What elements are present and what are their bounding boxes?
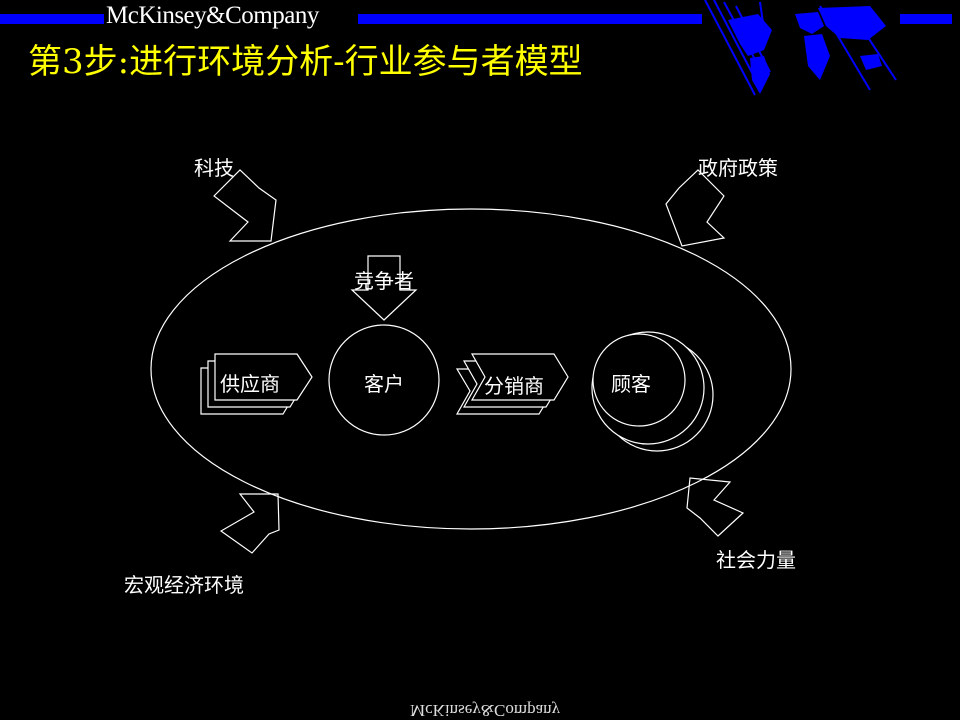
macro-economy-label: 宏观经济环境 <box>124 573 244 597</box>
government-policy-arrow <box>665 169 726 247</box>
header-bar-right <box>900 14 952 24</box>
world-map-icon <box>704 0 897 96</box>
distributors-label: 分销商 <box>484 374 544 398</box>
header-bar-left <box>0 14 104 24</box>
supplier-box-front <box>214 353 313 401</box>
end-customer-circle-front <box>592 333 686 427</box>
technology-label: 科技 <box>194 156 234 180</box>
customer-circle <box>328 324 440 436</box>
technology-arrow <box>213 169 277 242</box>
header-bar-middle <box>358 14 702 24</box>
social-forces-label: 社会力量 <box>716 548 796 572</box>
government-policy-label: 政府政策 <box>698 156 778 180</box>
end-customer-label: 顾客 <box>611 372 651 396</box>
competitors-label: 竞争者 <box>354 269 414 293</box>
customer-label: 客户 <box>364 372 404 396</box>
competitors-arrow <box>350 255 418 321</box>
social-forces-arrow <box>686 477 745 537</box>
industry-oval <box>150 208 792 530</box>
slide-title: 第3步:进行环境分析-行业参与者模型 <box>28 42 583 82</box>
suppliers-label: 供应商 <box>220 372 280 396</box>
distributor-chevron-front <box>470 353 569 401</box>
brand-logo-text: McKinsey&Company <box>106 2 319 29</box>
footer-brand-text: McKinsey&Company <box>410 701 561 720</box>
macro-economy-arrow <box>219 493 280 554</box>
